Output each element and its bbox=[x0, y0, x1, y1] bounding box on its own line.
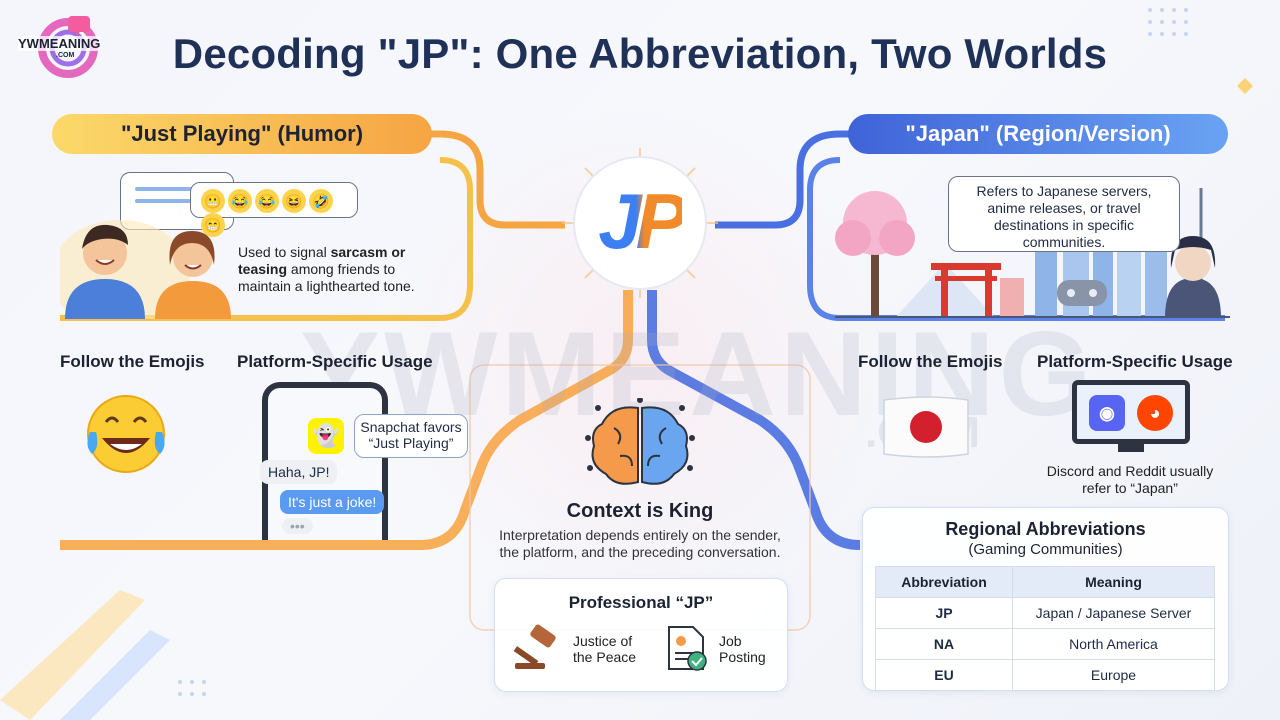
japan-pill: "Japan" (Region/Version) bbox=[848, 114, 1228, 154]
emoji-reaction-bubble: 😬😂😂😆🤣😁 bbox=[190, 182, 358, 237]
abbreviation-table: Abbreviation Meaning JP Japan / Japanese… bbox=[875, 566, 1215, 691]
phone-mockup: 👻 Haha, JP! It's just a joke! ••• bbox=[260, 382, 388, 540]
abbr-cell: EU bbox=[875, 659, 1013, 691]
friends-laughing-icon bbox=[60, 220, 231, 319]
column-header: Meaning bbox=[1012, 566, 1215, 598]
site-logo[interactable]: YWMEANING .COM bbox=[10, 8, 120, 78]
snapchat-ghost-icon: 👻 bbox=[308, 418, 344, 454]
table-row: EU Europe bbox=[875, 659, 1215, 691]
abbr-cell: JP bbox=[875, 597, 1013, 629]
table-row: JP Japan / Japanese Server bbox=[875, 597, 1215, 629]
monitor-icon: ◉ ◕ bbox=[1072, 380, 1190, 444]
logo-name: YWMEANING bbox=[18, 36, 101, 51]
column-header: Abbreviation bbox=[875, 566, 1013, 598]
gavel-icon bbox=[513, 624, 556, 669]
meaning-cell: Japan / Japanese Server bbox=[1012, 597, 1215, 629]
jp-center-badge: JP bbox=[560, 148, 720, 298]
snapchat-note-bubble: Snapchat favors “Just Playing” bbox=[354, 414, 468, 458]
jp-logo-text: JP bbox=[598, 177, 687, 265]
regional-abbreviations-card: Regional Abbreviations (Gaming Communiti… bbox=[862, 507, 1229, 691]
platform-usage-heading-left: Platform-Specific Usage bbox=[237, 352, 433, 371]
table-header-row: Abbreviation Meaning bbox=[875, 566, 1215, 598]
context-heading: Context is King bbox=[566, 500, 714, 522]
context-text: Interpretation depends entirely on the s… bbox=[499, 527, 781, 560]
just-playing-description: Used to signal sarcasm or teasing among … bbox=[238, 244, 415, 294]
brain-network-icon bbox=[585, 398, 695, 485]
professional-heading: Professional “JP” bbox=[568, 593, 714, 612]
follow-emojis-heading-right: Follow the Emojis bbox=[858, 352, 1003, 371]
abbr-cell: NA bbox=[875, 628, 1013, 660]
chat-message-received: Haha, JP! bbox=[260, 460, 338, 484]
sunburst-icon bbox=[562, 148, 718, 298]
regional-heading: Regional Abbreviations bbox=[945, 519, 1146, 539]
meaning-cell: Europe bbox=[1090, 667, 1137, 683]
job-posting-label: Job Posting bbox=[719, 633, 766, 665]
rofl-emoji-icon: 🤣 bbox=[309, 189, 333, 213]
table-row: NA North America bbox=[875, 628, 1215, 660]
justice-label: Justice of the Peace bbox=[573, 633, 637, 665]
squint-emoji-icon: 😆 bbox=[282, 189, 306, 213]
smile-emoji-icon: 😁 bbox=[201, 213, 225, 237]
logo-sub: .COM bbox=[56, 52, 75, 59]
laugh-emoji-icon: 😂 bbox=[255, 189, 279, 213]
discord-icon: ◉ bbox=[1089, 395, 1125, 431]
professional-jp-card: Professional “JP” Justice of the Peace J… bbox=[494, 578, 788, 692]
just-playing-pill: "Just Playing" (Humor) bbox=[52, 114, 432, 154]
grin-emoji-icon: 😬 bbox=[201, 189, 225, 213]
page-title: Decoding "JP": One Abbreviation, Two Wor… bbox=[172, 30, 1108, 77]
laugh-emoji-icon: 😂 bbox=[228, 189, 252, 213]
chat-message-sent: It's just a joke! bbox=[280, 490, 385, 514]
regional-subheading: (Gaming Communities) bbox=[968, 541, 1123, 558]
reddit-icon: ◕ bbox=[1137, 395, 1173, 431]
monitor-stand bbox=[1118, 444, 1144, 452]
meaning-cell: North America bbox=[1012, 628, 1215, 660]
typing-indicator: ••• bbox=[282, 518, 313, 534]
platform-usage-heading-right: Platform-Specific Usage bbox=[1037, 352, 1233, 371]
job-document-icon bbox=[668, 626, 707, 671]
japan-flag-icon bbox=[883, 396, 969, 458]
tears-of-joy-icon bbox=[87, 395, 165, 473]
follow-emojis-heading-left: Follow the Emojis bbox=[60, 352, 205, 371]
japan-description-bubble: Refers to Japanese servers, anime releas… bbox=[948, 176, 1180, 252]
platform-note-right: Discord and Reddit usually refer to “Jap… bbox=[1046, 463, 1214, 496]
